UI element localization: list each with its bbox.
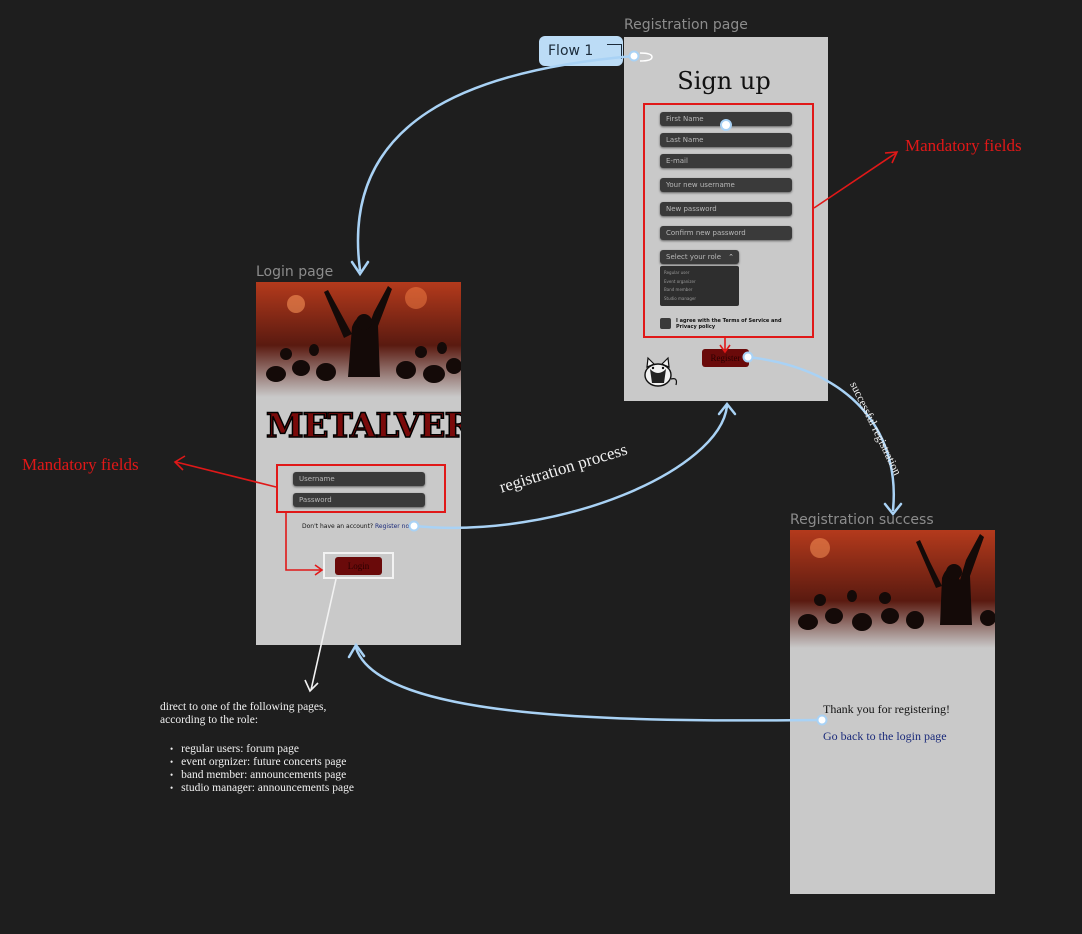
mandatory-box-login [276,464,446,513]
chevron-up-icon: ⌃ [728,253,734,261]
concert-crowd-image [256,282,461,397]
register-now-link[interactable]: Register now [375,523,415,530]
cat-mascot-icon [644,356,678,387]
role-page-item: event orgnizer: future concerts page [170,756,354,769]
role-dropdown: Regular user Event organizer Band member… [660,266,739,306]
new-password-field[interactable]: New password [660,202,792,216]
no-account-text: Don't have an account? [302,523,374,530]
registration-frame: Sign up First Name Last Name E-mail Your… [624,37,828,401]
back-to-login-link[interactable]: Go back to the login page [823,729,947,743]
last-name-field[interactable]: Last Name [660,133,792,147]
role-select-label: Select your role [666,253,722,261]
metalverse-logo: METALVERSE [265,405,461,447]
thanks-text: Thank you for registering! [823,702,950,716]
role-option-band[interactable]: Band member [664,287,693,292]
success-to-login-arrow [354,646,824,722]
username-input[interactable]: Username [293,472,425,486]
success-frame-label: Registration success [790,512,934,528]
direct-intro-note: direct to one of the following pages, ac… [160,701,327,726]
username-field[interactable]: Your new username [660,178,792,192]
register-button[interactable]: Register [702,349,749,367]
login-frame: METALVERSE Username Password Don't have … [256,282,461,645]
success-frame: Thank you for registering! Go back to th… [790,530,995,894]
terms-checkbox[interactable] [660,318,671,329]
mandatory-label-left: Mandatory fields [22,455,139,474]
mandatory-label-right: Mandatory fields [905,136,1022,155]
role-pages-list: regular users: forum page event orgnizer… [170,743,354,795]
play-icon[interactable] [607,43,623,59]
flow-label: Flow 1 [548,43,594,59]
confirm-password-field[interactable]: Confirm new password [660,226,792,240]
registration-frame-label: Registration page [624,17,748,33]
mandatory-box-registration [643,103,814,338]
login-highlight-box [323,552,394,579]
registration-to-success-arrow [746,355,895,512]
terms-text: I agree with the Terms of Service and Pr… [676,318,782,330]
register-to-registration-arrow [412,404,729,530]
role-page-item: studio manager: announcements page [170,782,354,795]
role-page-item: regular users: forum page [170,743,354,756]
role-option-event[interactable]: Event organizer [664,278,696,284]
signup-title: Sign up [677,67,771,95]
role-option-regular[interactable]: Regular user [664,270,690,275]
role-page-item: band member: announcements page [170,769,354,782]
login-button[interactable]: Login [335,557,382,575]
role-select[interactable]: Select your role ⌃ [660,250,739,264]
no-account-row: Don't have an account? Register now [302,523,414,530]
flow1-to-login-arrow [356,54,636,272]
email-field[interactable]: E-mail [660,154,792,168]
password-input[interactable]: Password [293,493,425,507]
concert-crowd-image [790,530,995,648]
login-frame-label: Login page [256,264,334,280]
role-option-studio[interactable]: Studio manager [664,295,696,301]
